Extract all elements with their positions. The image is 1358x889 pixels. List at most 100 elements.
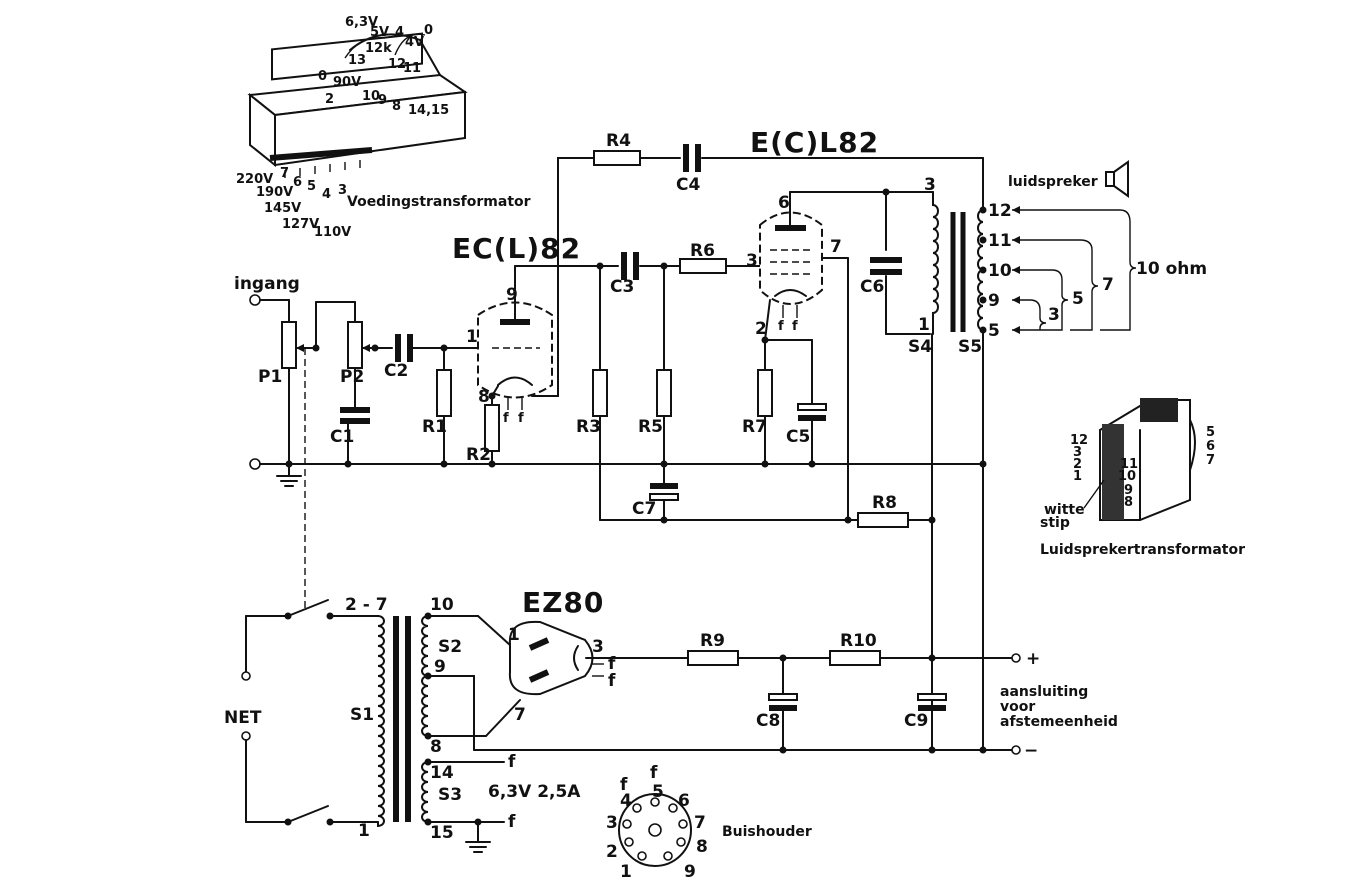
mains-switch-top — [287, 599, 329, 617]
svg-text:10: 10 — [1118, 469, 1136, 484]
r2-label: R2 — [466, 445, 491, 465]
svg-text:10: 10 — [430, 595, 454, 615]
svg-text:f: f — [778, 319, 784, 334]
svg-text:9: 9 — [1124, 483, 1133, 498]
svg-text:15: 15 — [430, 823, 454, 843]
svg-text:5: 5 — [1072, 289, 1084, 309]
svg-text:2: 2 — [325, 92, 334, 107]
c2-label: C2 — [384, 361, 408, 381]
svg-text:5: 5 — [652, 782, 664, 802]
svg-text:2: 2 — [755, 319, 767, 339]
svg-text:0: 0 — [424, 23, 433, 38]
power-transformer-drawing: 6,3V 5V 4 4V 0 12k 13 12 11 0 90V 2 10 9… — [236, 15, 531, 240]
c7-label: C7 — [632, 499, 656, 519]
power-supply: NET 2 - 7 1 S1 10 S2 9 8 — [224, 586, 1118, 853]
svg-text:110V: 110V — [314, 225, 351, 240]
svg-text:12: 12 — [1070, 433, 1088, 448]
impedance-label: 10 ohm — [1136, 259, 1207, 279]
svg-text:145V: 145V — [264, 201, 301, 216]
svg-text:f: f — [518, 411, 524, 426]
svg-text:2 - 7: 2 - 7 — [345, 595, 388, 615]
r10-label: R10 — [840, 631, 877, 651]
c3-label: C3 — [610, 277, 634, 297]
s4-label: S4 — [908, 337, 932, 357]
socket-label: Buishouder — [722, 824, 812, 840]
svg-text:voor: voor — [1000, 699, 1035, 715]
feedback-network: R4 C4 E(C)L82 — [593, 126, 984, 211]
svg-text:witte: witte — [1044, 502, 1085, 518]
svg-text:1: 1 — [1073, 469, 1082, 484]
r7-label: R7 — [742, 417, 767, 437]
svg-text:9: 9 — [434, 657, 446, 677]
svg-text:4V: 4V — [405, 35, 424, 50]
svg-text:4: 4 — [395, 25, 404, 40]
svg-text:3: 3 — [338, 183, 347, 198]
r4-label: R4 — [606, 131, 631, 151]
r9-label: R9 — [700, 631, 725, 651]
svg-text:7: 7 — [280, 166, 289, 181]
svg-text:8: 8 — [392, 99, 401, 114]
output-transformer: C6 3 1 S4 S5 12 11 10 9 5 3 5 — [860, 160, 1207, 751]
svg-text:f: f — [608, 671, 616, 691]
s3-label: S3 — [438, 785, 462, 805]
svg-text:f: f — [508, 752, 516, 772]
input-section: ingang P1 P2 C1 C2 R1 — [234, 274, 481, 465]
svg-text:10: 10 — [362, 89, 380, 104]
r1-label: R1 — [422, 417, 447, 437]
svg-text:5V: 5V — [370, 25, 389, 40]
svg-text:11: 11 — [1120, 457, 1138, 472]
svg-text:6: 6 — [678, 791, 690, 811]
mains-switch-bottom — [287, 805, 329, 823]
svg-text:7: 7 — [830, 237, 842, 257]
svg-text:f: f — [508, 812, 516, 832]
voedingstransformator-label: Voedingstransformator — [347, 194, 531, 210]
r3-label: R3 — [576, 417, 601, 437]
svg-text:1: 1 — [358, 821, 370, 841]
r8-label: R8 — [872, 493, 897, 513]
svg-text:6: 6 — [778, 193, 790, 213]
svg-text:3: 3 — [746, 251, 758, 271]
speaker-icon — [1105, 171, 1115, 187]
heater-spec: 6,3V 2,5A — [488, 782, 581, 802]
input-label: ingang — [234, 274, 300, 294]
svg-text:f: f — [792, 319, 798, 334]
svg-text:8: 8 — [1124, 495, 1133, 510]
svg-text:2: 2 — [1073, 457, 1082, 472]
p1-label: P1 — [258, 367, 282, 387]
svg-text:f: f — [503, 411, 509, 426]
svg-text:14,15: 14,15 — [408, 103, 449, 118]
svg-text:6,3V: 6,3V — [345, 15, 378, 30]
svg-text:0: 0 — [318, 69, 327, 84]
potentiometer-p1 — [281, 321, 297, 369]
tube-socket: f 5 f 4 6 3 7 2 8 1 9 Buishouder — [606, 763, 812, 882]
svg-text:13: 13 — [348, 53, 366, 68]
svg-text:5: 5 — [988, 321, 1000, 341]
c6-label: C6 — [860, 277, 884, 297]
svg-text:−: − — [1024, 741, 1038, 761]
svg-text:3: 3 — [606, 813, 618, 833]
svg-text:1: 1 — [466, 327, 478, 347]
pentode-ecl82: f f 6 7 3 2 R7 C5 — [742, 188, 934, 521]
svg-text:12: 12 — [988, 201, 1012, 221]
svg-text:4: 4 — [322, 187, 331, 202]
c8-label: C8 — [756, 711, 780, 731]
svg-text:+: + — [1026, 649, 1040, 669]
r5-label: R5 — [638, 417, 663, 437]
svg-text:f: f — [650, 763, 658, 783]
net-label: NET — [224, 708, 262, 728]
svg-text:7: 7 — [1102, 275, 1114, 295]
svg-text:5: 5 — [307, 179, 316, 194]
potentiometer-p2 — [347, 321, 363, 369]
s2-label: S2 — [438, 637, 462, 657]
svg-text:9: 9 — [684, 862, 696, 882]
svg-text:190V: 190V — [256, 185, 293, 200]
svg-text:3: 3 — [1073, 445, 1082, 460]
svg-text:8: 8 — [696, 837, 708, 857]
svg-text:6: 6 — [1206, 439, 1215, 454]
tuner-connection-label: afstemeenheid — [1000, 714, 1118, 730]
s5-label: S5 — [958, 337, 982, 357]
p2-label: P2 — [340, 367, 364, 387]
svg-text:7: 7 — [694, 813, 706, 833]
triode-label: EC(L)82 — [452, 232, 581, 265]
svg-text:2: 2 — [606, 842, 618, 862]
